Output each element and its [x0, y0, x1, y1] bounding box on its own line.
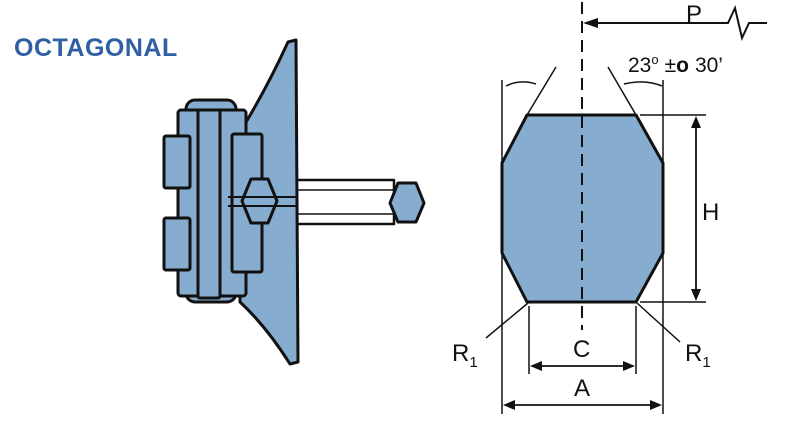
a-dimension — [503, 400, 662, 410]
upper-lug — [162, 134, 192, 190]
shaft — [294, 178, 396, 226]
p-label: P — [686, 1, 702, 28]
extension-lines — [501, 80, 706, 414]
h-dimension — [691, 116, 701, 301]
angle-value: 23 — [628, 54, 651, 77]
a-label: A — [574, 375, 590, 402]
r1-left-letter: R — [452, 340, 469, 367]
angle-zero: o — [676, 54, 689, 77]
r1-left-sub: 1 — [469, 354, 477, 371]
c-dimension — [530, 361, 635, 371]
angle-lines — [505, 66, 663, 116]
r1-right-sub: 1 — [702, 354, 710, 371]
c-label: C — [573, 336, 590, 363]
inner-hex — [240, 177, 279, 225]
shaft-hex-nut — [388, 181, 426, 224]
h-label: H — [702, 199, 719, 226]
p-dimension — [583, 4, 767, 42]
r1-left-label: R1 — [452, 340, 478, 371]
diagram-title: OCTAGONAL — [14, 34, 178, 62]
r1-leaders — [485, 302, 681, 343]
lower-lug — [162, 216, 192, 272]
angle-tolerance-sign: ± — [665, 54, 677, 77]
center-bolt — [196, 108, 222, 300]
assembly-view — [162, 38, 426, 366]
angle-minutes: 30’ — [695, 54, 723, 77]
r1-right-label: R1 — [685, 340, 711, 371]
r1-right-letter: R — [685, 340, 702, 367]
angle-degree-mark: o — [651, 52, 658, 67]
